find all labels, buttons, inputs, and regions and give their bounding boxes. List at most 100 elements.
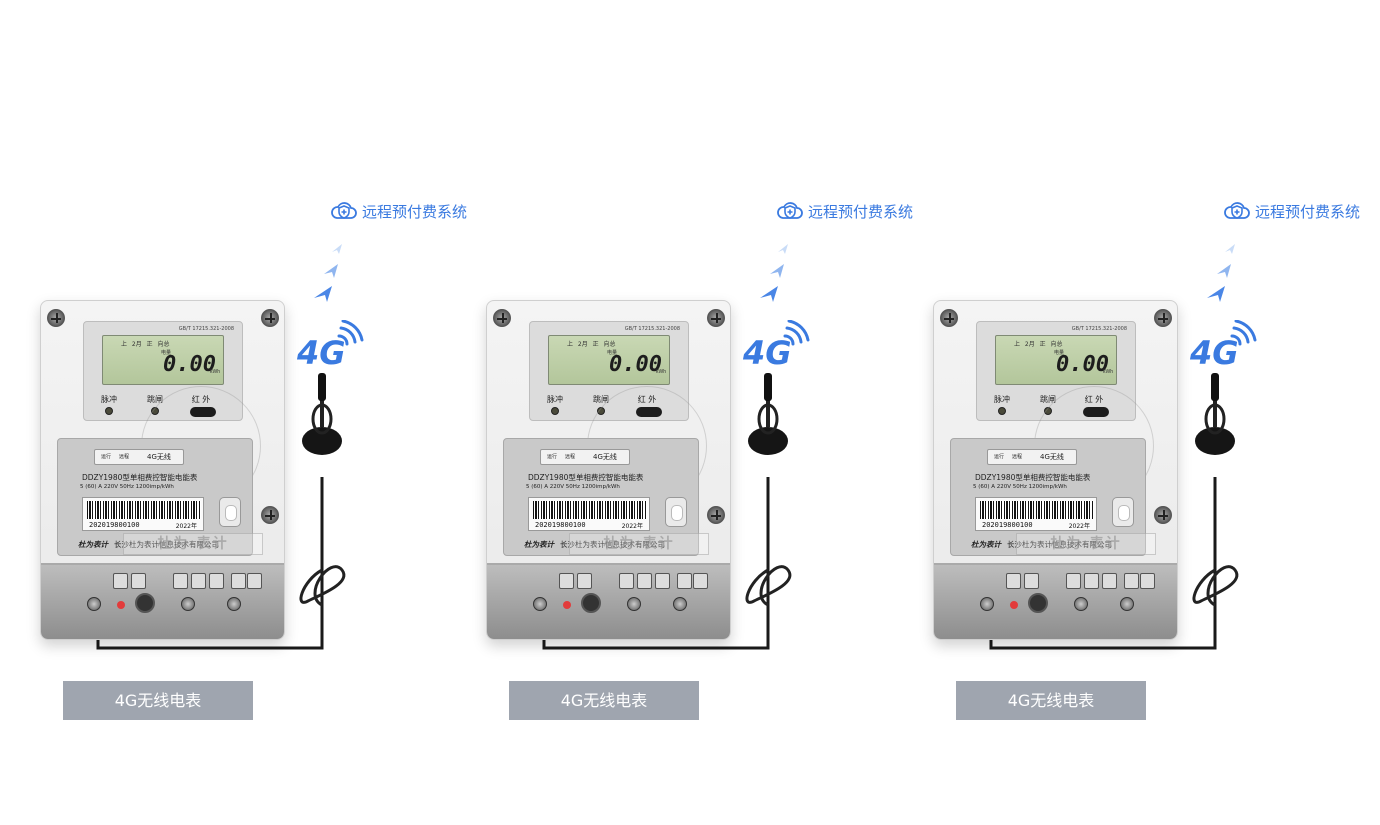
barcode xyxy=(87,501,201,519)
screw-icon xyxy=(940,309,958,327)
pulse-indicator: 脉冲 xyxy=(540,394,570,415)
company-name: 长沙杜为表计信息技术有限公司 xyxy=(1007,540,1112,549)
network-badge: 4G xyxy=(296,334,346,370)
spec-line: 5 (60) A 220V 50Hz 1200imp/kWh xyxy=(526,484,620,490)
pulse-indicator: 脉冲 xyxy=(94,394,124,415)
electricity-meter: GB/T 17215.321-2008 上 2月 正 向总 电量 0.00 kW… xyxy=(933,300,1178,640)
lcd-quantity-label: 电量 xyxy=(607,350,618,356)
lcd-unit: kWh xyxy=(210,369,220,375)
lcd-display: 上 2月 正 向总 电量 0.00 kWh xyxy=(102,335,224,385)
spec-line: 5 (60) A 220V 50Hz 1200imp/kWh xyxy=(973,484,1067,490)
4g-wifi-icon: 4G xyxy=(296,320,364,370)
antenna-cable xyxy=(96,373,346,650)
manufacture-year: 2022年 xyxy=(175,523,197,530)
standard-code: GB/T 17215.321-2008 xyxy=(1071,326,1127,332)
antenna-cable xyxy=(989,373,1239,650)
lcd-display: 上 2月 正 向总 电量 0.00 kWh xyxy=(548,335,670,385)
screw-icon xyxy=(261,309,279,327)
terminal-block xyxy=(41,563,284,639)
signal-arrows-icon xyxy=(760,244,788,302)
antenna-cable xyxy=(542,373,792,650)
product-caption: 4G无线电表 xyxy=(509,681,699,720)
serial-number: 202019800100 xyxy=(982,521,1033,529)
meter-button[interactable] xyxy=(665,497,687,527)
remote-system-link[interactable]: 远程预付费系统 xyxy=(330,200,467,222)
model-name: DDZY1980型单相费控智能电能表 xyxy=(975,473,1091,482)
brand-line: 杜为表计长沙杜为表计信息技术有限公司 xyxy=(78,539,219,550)
status-box: 运行 远程 4G无线 xyxy=(987,449,1077,465)
barcode xyxy=(980,501,1094,519)
meter-button[interactable] xyxy=(1112,497,1134,527)
meter-button[interactable] xyxy=(219,497,241,527)
barcode xyxy=(533,501,647,519)
meter-unit: 远程预付费系统 4G GB/T 17215.321-200 xyxy=(486,195,913,735)
run-label: 运行 xyxy=(994,454,1005,460)
spec-line: 5 (60) A 220V 50Hz 1200imp/kWh xyxy=(80,484,174,490)
electricity-meter: GB/T 17215.321-2008 上 2月 正 向总 电量 0.00 kW… xyxy=(40,300,285,640)
product-caption: 4G无线电表 xyxy=(63,681,253,720)
remote-system-link[interactable]: 远程预付费系统 xyxy=(776,200,913,222)
run-label: 运行 xyxy=(547,454,558,460)
screw-icon xyxy=(261,506,279,524)
meter-unit: 远程预付费系统 4G GB/T 17215.321-200 xyxy=(40,195,467,735)
remote-system-label: 远程预付费系统 xyxy=(362,202,468,221)
lcd-unit: kWh xyxy=(1103,369,1113,375)
cloud-shield-icon xyxy=(331,202,357,219)
brand-line: 杜为表计长沙杜为表计信息技术有限公司 xyxy=(971,539,1112,550)
remote-label: 远程 xyxy=(119,454,130,460)
lcd-unit: kWh xyxy=(656,369,666,375)
run-label: 运行 xyxy=(101,454,112,460)
lcd-period-label: 上 2月 正 向总 xyxy=(567,341,616,348)
lcd-period-label: 上 2月 正 向总 xyxy=(1014,341,1063,348)
wireless-label: 4G无线 xyxy=(593,453,617,461)
screw-icon xyxy=(707,309,725,327)
company-name: 长沙杜为表计信息技术有限公司 xyxy=(560,540,665,549)
wireless-label: 4G无线 xyxy=(1040,453,1064,461)
brand-logo: 杜为表计 xyxy=(78,540,108,549)
cloud-shield-icon xyxy=(1224,202,1250,219)
standard-code: GB/T 17215.321-2008 xyxy=(178,326,234,332)
barcode-label: 202019800100 2022年 xyxy=(82,497,204,531)
signal-arrows-icon xyxy=(314,244,342,302)
network-badge: 4G xyxy=(1189,334,1239,370)
remote-system-label: 远程预付费系统 xyxy=(808,202,914,221)
wireless-label: 4G无线 xyxy=(147,453,171,461)
brand-logo: 杜为表计 xyxy=(971,540,1001,549)
brand-line: 杜为表计长沙杜为表计信息技术有限公司 xyxy=(524,539,665,550)
4g-wifi-icon: 4G xyxy=(742,320,810,370)
signal-arrows-icon xyxy=(1207,244,1235,302)
screw-icon xyxy=(707,506,725,524)
barcode-label: 202019800100 2022年 xyxy=(528,497,650,531)
model-name: DDZY1980型单相费控智能电能表 xyxy=(82,473,198,482)
nameplate: 运行 远程 4G无线 DDZY1980型单相费控智能电能表 5 (60) A 2… xyxy=(950,438,1146,556)
serial-number: 202019800100 xyxy=(535,521,586,529)
terminal-block xyxy=(487,563,730,639)
nameplate: 运行 远程 4G无线 DDZY1980型单相费控智能电能表 5 (60) A 2… xyxy=(57,438,253,556)
serial-number: 202019800100 xyxy=(89,521,140,529)
lcd-quantity-label: 电量 xyxy=(161,350,172,356)
cloud-shield-icon xyxy=(777,202,803,219)
model-name: DDZY1980型单相费控智能电能表 xyxy=(528,473,644,482)
remote-label: 远程 xyxy=(1012,454,1023,460)
screw-icon xyxy=(1154,506,1172,524)
manufacture-year: 2022年 xyxy=(1068,523,1090,530)
lcd-reading: 0.00 xyxy=(1056,352,1109,377)
lcd-reading: 0.00 xyxy=(163,352,216,377)
pulse-indicator: 脉冲 xyxy=(987,394,1017,415)
brand-logo: 杜为表计 xyxy=(524,540,554,549)
4g-wifi-icon: 4G xyxy=(1189,320,1257,370)
manufacture-year: 2022年 xyxy=(621,523,643,530)
lcd-quantity-label: 电量 xyxy=(1054,350,1065,356)
brand-watermark: 杜为·表计 xyxy=(569,533,709,555)
status-box: 运行 远程 4G无线 xyxy=(94,449,184,465)
screw-icon xyxy=(493,309,511,327)
company-name: 长沙杜为表计信息技术有限公司 xyxy=(114,540,219,549)
screw-icon xyxy=(47,309,65,327)
screw-icon xyxy=(1154,309,1172,327)
terminal-block xyxy=(934,563,1177,639)
lcd-display: 上 2月 正 向总 电量 0.00 kWh xyxy=(995,335,1117,385)
standard-code: GB/T 17215.321-2008 xyxy=(624,326,680,332)
remote-system-link[interactable]: 远程预付费系统 xyxy=(1223,200,1360,222)
lcd-period-label: 上 2月 正 向总 xyxy=(121,341,170,348)
meter-unit: 远程预付费系统 4G GB/T 17215.321-200 xyxy=(933,195,1360,735)
